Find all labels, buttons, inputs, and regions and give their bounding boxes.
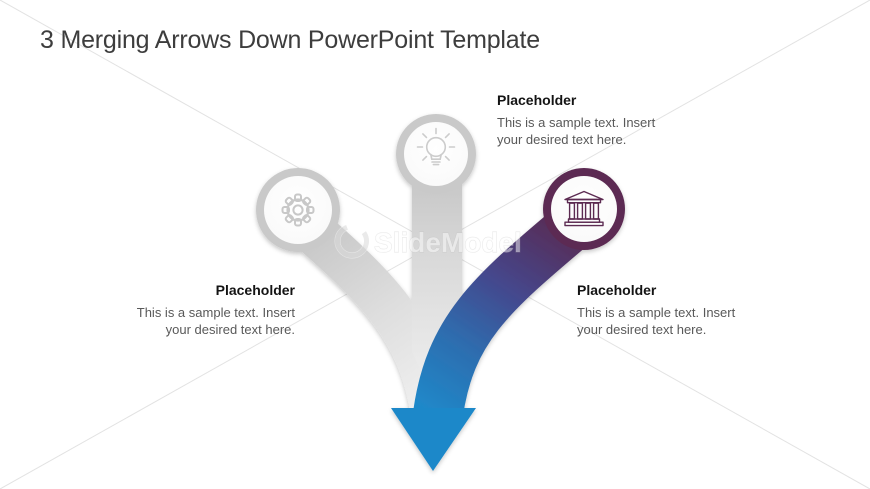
gear-icon <box>281 193 315 227</box>
right-circle-face[interactable] <box>551 176 617 242</box>
placeholder-block-middle[interactable]: Placeholder This is a sample text. Inser… <box>497 92 682 148</box>
slide-title[interactable]: 3 Merging Arrows Down PowerPoint Templat… <box>40 26 540 54</box>
bank-icon <box>564 190 604 227</box>
lightbulb-icon <box>416 127 456 166</box>
placeholder-body: This is a sample text. Insert your desir… <box>497 114 656 147</box>
watermark-logo: SlideModel <box>334 223 522 259</box>
middle-circle-face[interactable] <box>404 122 468 186</box>
placeholder-heading: Placeholder <box>577 282 657 298</box>
placeholder-body: This is a sample text. Insert your desir… <box>577 304 736 337</box>
down-arrowhead[interactable] <box>391 408 476 471</box>
merged-arrow-band[interactable] <box>413 206 589 418</box>
placeholder-heading: Placeholder <box>215 282 295 298</box>
watermark-brand-text: SlideModel <box>374 227 522 258</box>
placeholder-heading: Placeholder <box>497 92 577 108</box>
left-circle-face[interactable] <box>264 176 332 244</box>
placeholder-block-left[interactable]: Placeholder This is a sample text. Inser… <box>108 282 295 338</box>
placeholder-block-right[interactable]: Placeholder This is a sample text. Inser… <box>577 282 764 338</box>
placeholder-body: This is a sample text. Insert your desir… <box>136 304 295 337</box>
